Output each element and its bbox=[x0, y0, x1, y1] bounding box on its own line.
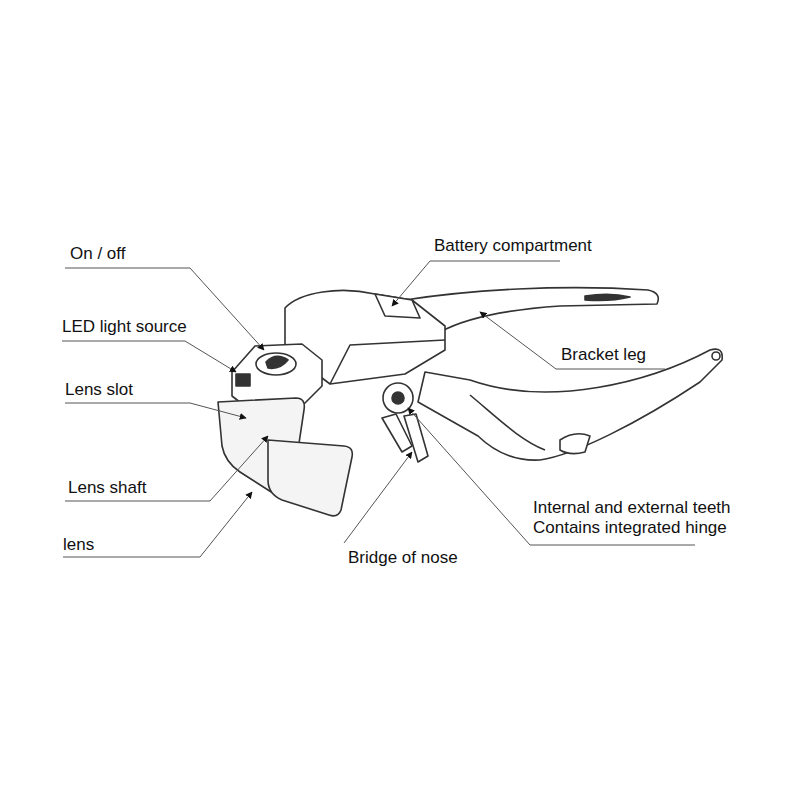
part-label: Bracket leg bbox=[561, 345, 646, 365]
leader-line bbox=[65, 403, 246, 418]
leader-line bbox=[344, 452, 412, 543]
part-label: Bridge of nose bbox=[348, 548, 458, 568]
lens-right bbox=[268, 440, 352, 516]
leader-line bbox=[65, 268, 264, 350]
part-label: LED light source bbox=[62, 317, 187, 337]
body-edge bbox=[330, 340, 445, 384]
leader-line bbox=[62, 341, 236, 372]
headset-drawing bbox=[218, 288, 722, 516]
part-label: Battery compartment bbox=[434, 236, 592, 256]
hinge-core bbox=[392, 392, 404, 404]
leg-hole bbox=[712, 352, 720, 360]
leader-line bbox=[480, 312, 665, 369]
part-label: Lens shaft bbox=[68, 478, 146, 498]
leg-joint bbox=[560, 434, 590, 454]
leg-edge bbox=[470, 395, 545, 450]
leader-line bbox=[392, 261, 560, 306]
leader-line bbox=[65, 436, 268, 501]
part-label: lens bbox=[63, 535, 94, 555]
part-label: Internal and external teeth Contains int… bbox=[533, 498, 763, 538]
nose-pad bbox=[404, 414, 428, 462]
leg-grip bbox=[585, 294, 630, 300]
part-label: Lens slot bbox=[65, 380, 133, 400]
switch-ring bbox=[256, 353, 296, 375]
switch-button bbox=[266, 356, 288, 368]
part-label: On / off bbox=[70, 244, 125, 264]
leader-line bbox=[63, 492, 252, 557]
battery-cover bbox=[375, 294, 420, 318]
led-source bbox=[236, 374, 250, 386]
lower-bracket-leg bbox=[418, 349, 722, 460]
